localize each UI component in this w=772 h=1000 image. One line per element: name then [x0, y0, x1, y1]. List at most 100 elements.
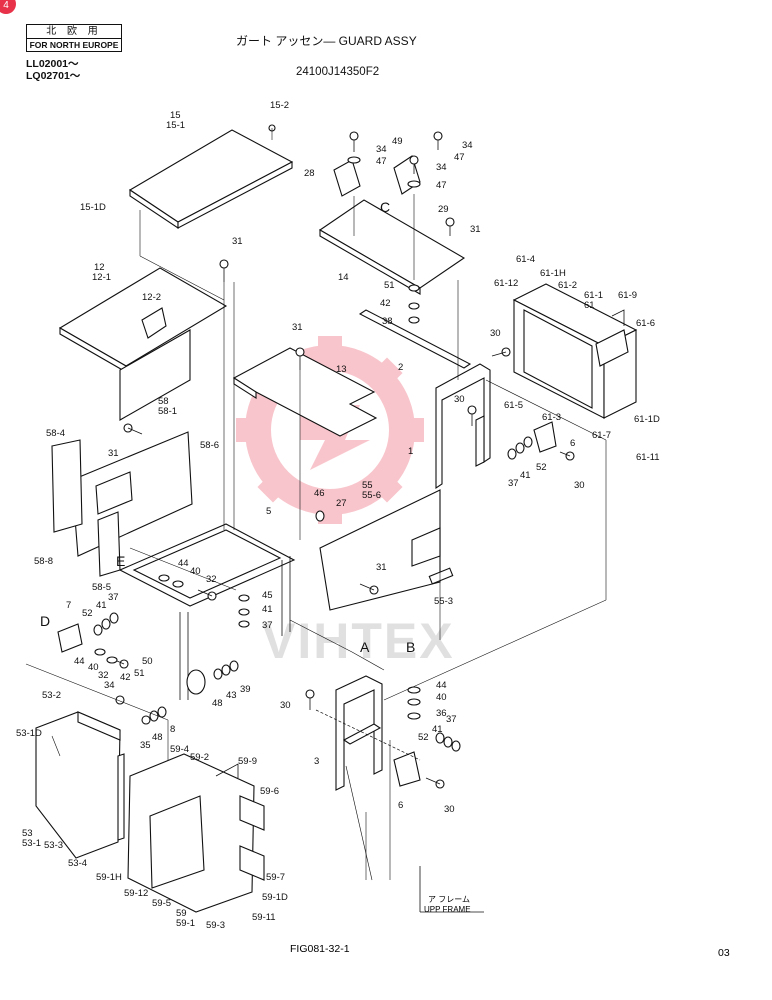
label-47-b: 47: [454, 152, 465, 163]
view-letter-c: C: [380, 199, 390, 215]
label-42-a: 42: [380, 298, 391, 309]
label-31-d: 31: [108, 448, 119, 459]
label-50: 50: [142, 656, 153, 667]
view-letter-d: D: [40, 613, 50, 629]
label-59-9: 59-9: [238, 756, 257, 767]
diagram-title: ガート アッセン― GUARD ASSY: [236, 34, 417, 48]
label-5: 5: [266, 506, 271, 517]
label-59-1h: 59-1H: [96, 872, 122, 883]
label-41-a: 41: [520, 470, 531, 481]
label-49: 49: [392, 136, 403, 147]
handle-61-9: [611, 309, 625, 326]
label-31-e: 31: [376, 562, 387, 573]
label-14: 14: [338, 272, 349, 283]
part-2-bar: [358, 309, 472, 369]
label-59-11: 59-11: [252, 912, 276, 923]
label-41-d: 41: [432, 724, 443, 735]
label-34-c: 34: [436, 162, 447, 173]
label-2: 2: [398, 362, 403, 373]
region-label-jp: 北 欧 用: [27, 26, 121, 39]
part-59-side-panel: [127, 753, 265, 913]
corner-marker-badge: 4: [0, 0, 16, 14]
label-40-a: 40: [190, 566, 201, 577]
part-12-side-cover: [58, 267, 228, 421]
label-37-a: 37: [508, 478, 519, 489]
label-55-3: 55-3: [434, 596, 453, 607]
label-40-c: 40: [436, 692, 447, 703]
label-6-a: 6: [570, 438, 575, 449]
label-30-a: 30: [490, 328, 501, 339]
label-61-7: 61-7: [592, 430, 611, 441]
part-13-plate: [232, 347, 378, 437]
label-55-6: 55-6: [362, 490, 381, 501]
label-37-b: 37: [262, 620, 273, 631]
reference-lines: [25, 194, 607, 881]
label-51-b: 51: [134, 668, 145, 679]
label-61: 61: [584, 300, 595, 311]
label-30-c: 30: [574, 480, 585, 491]
label-41-b: 41: [262, 604, 273, 615]
label-61-3: 61-3: [542, 412, 561, 423]
label-32-a: 32: [206, 574, 217, 585]
label-48-b: 48: [152, 732, 163, 743]
part-5-frame: [118, 523, 296, 700]
label-38: 38: [382, 316, 393, 327]
label-27: 27: [336, 498, 347, 509]
frame-note-jp: ア フレーム: [428, 895, 470, 904]
label-59-2: 59-2: [190, 752, 209, 763]
label-8: 8: [170, 724, 175, 735]
label-61-9: 61-9: [618, 290, 637, 301]
region-label-en: FOR NORTH EUROPE: [29, 40, 119, 50]
label-53-1: 53-1: [22, 838, 41, 849]
part-15-top-cover: [128, 124, 294, 230]
label-32-b: 32: [98, 670, 109, 681]
label-15-1d: 15-1D: [80, 202, 106, 213]
part-53-side-panel: [35, 711, 125, 859]
label-3: 3: [314, 756, 319, 767]
label-58-4: 58-4: [46, 428, 65, 439]
label-47-a: 47: [376, 156, 387, 167]
label-52-c: 52: [418, 732, 429, 743]
label-53-4: 53-4: [68, 858, 87, 869]
label-59-1d: 59-1D: [262, 892, 288, 903]
label-59-12: 59-12: [124, 888, 148, 899]
label-35: 35: [140, 740, 151, 751]
label-59-3: 59-3: [206, 920, 225, 931]
serial-range-2: LQ02701～: [26, 70, 81, 82]
label-52-a: 52: [536, 462, 547, 473]
label-45: 45: [262, 590, 273, 601]
label-41-c: 41: [96, 600, 107, 611]
washer-set: [93, 156, 533, 752]
watermark-text: VIHTEX: [262, 613, 455, 669]
label-61-2: 61-2: [558, 280, 577, 291]
part-58-side-panel: [51, 431, 193, 577]
label-52-b: 52: [82, 608, 93, 619]
label-61-4: 61-4: [516, 254, 535, 265]
part-labels: 15 15-1 15-2 15-1D 12 12-1 12-2 31 31 31…: [16, 100, 660, 931]
label-61-5: 61-5: [504, 400, 523, 411]
label-59-5: 59-5: [152, 898, 171, 909]
label-34-a: 34: [376, 144, 387, 155]
label-44-b: 44: [74, 656, 85, 667]
part-55-cover: [319, 489, 454, 611]
label-28: 28: [304, 168, 315, 179]
label-30-b: 30: [454, 394, 465, 405]
label-53-2: 53-2: [42, 690, 61, 701]
label-53: 53: [22, 828, 33, 839]
label-43: 43: [226, 690, 237, 701]
label-47-c: 47: [436, 180, 447, 191]
label-30-d: 30: [280, 700, 291, 711]
frame-note-en: UPP FRAME: [424, 905, 471, 914]
label-61-6: 61-6: [636, 318, 655, 329]
upper-frame-note: [419, 866, 484, 913]
label-31-a: 31: [232, 236, 243, 247]
region-box: 北 欧 用 FOR NORTH EUROPE: [26, 24, 122, 52]
label-61-1d: 61-1D: [634, 414, 660, 425]
label-37-c: 37: [108, 592, 119, 603]
label-59: 59: [176, 908, 187, 919]
part-14-plate: [318, 155, 466, 295]
label-51-a: 51: [384, 280, 395, 291]
label-12-1: 12-1: [92, 272, 111, 283]
label-13: 13: [336, 364, 347, 375]
